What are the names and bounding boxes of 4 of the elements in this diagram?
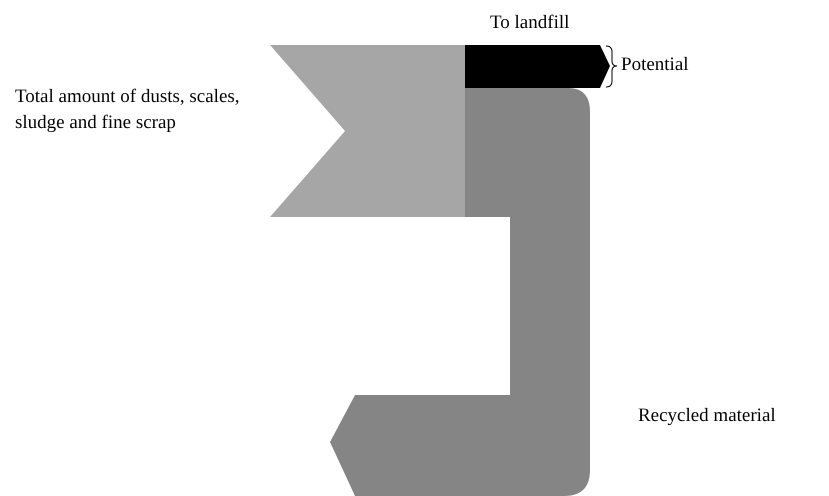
flow-label: Recycled material: [638, 404, 777, 428]
flow-label: To landfill: [490, 11, 570, 35]
flow-label: Potential: [621, 53, 690, 77]
flow-label: Total amount of dusts, scales, sludge and fine scrap: [15, 85, 240, 135]
